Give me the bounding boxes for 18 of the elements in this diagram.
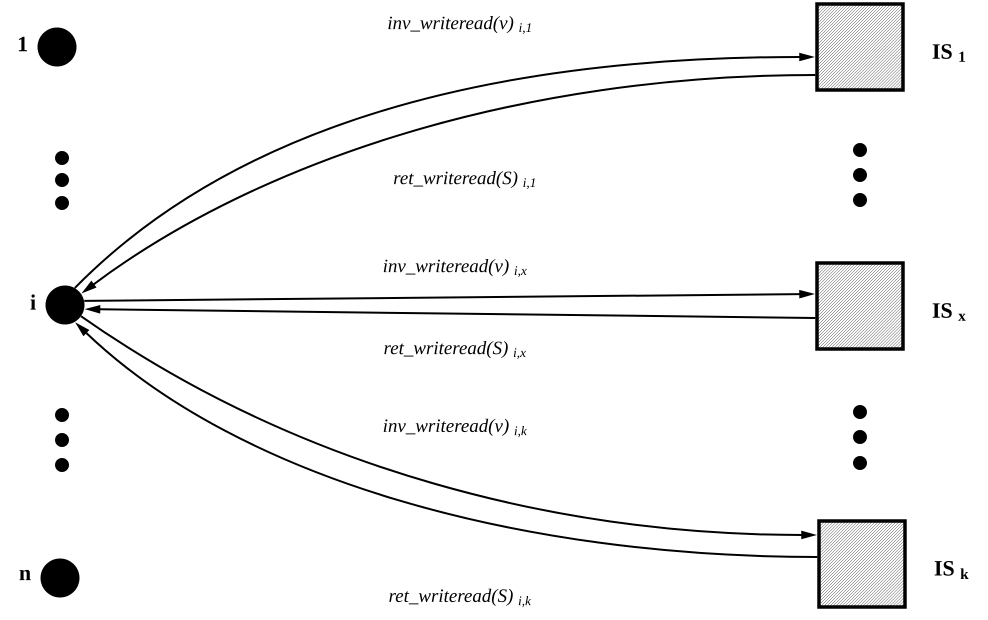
edge-label: ret_writeread(S) $_{i,1}$ [392,170,538,190]
hatched-box [817,519,907,609]
hatched-box [815,261,905,351]
node-label: IS $_{k}$ [934,560,969,579]
node-label: IS $_{1}$ [932,44,966,62]
edge-label: ret_writeread(S) $_{i,k}$ [388,588,532,608]
node-label: i [30,294,36,310]
process-dot [40,558,80,598]
edge-label: inv_writeread(v) $_{i,1}$ [386,14,534,35]
hatched-box [815,2,905,92]
edge-label: ret_writeread(S) $_{i,x}$ [382,340,528,360]
edge-label: inv_writeread(v) $_{i,k}$ [382,418,528,438]
process-dot [38,28,76,66]
node-label: n [20,570,31,580]
node-label: IS $_{x}$ [932,303,966,321]
process-dot [46,285,84,324]
edge-label: inv_writeread(v) $_{i,x}$ [382,258,528,278]
node-label: 1 [18,36,27,52]
